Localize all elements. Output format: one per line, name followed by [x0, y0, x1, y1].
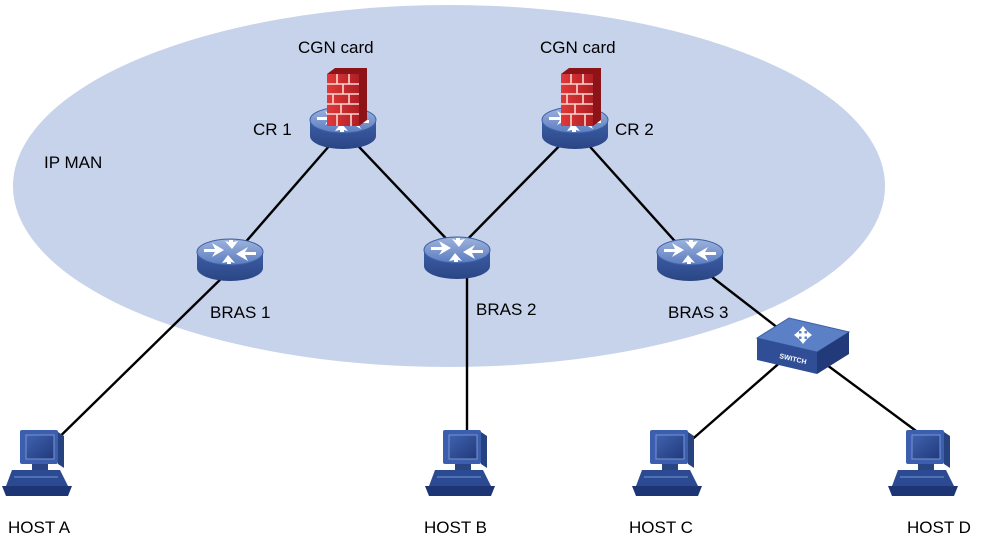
cgn1-firewall-icon [326, 67, 368, 127]
bras3-router [656, 238, 724, 282]
cr2-label: CR 2 [615, 120, 654, 139]
cgn2-label: CGN card [540, 38, 616, 57]
region-label: IP MAN [44, 153, 102, 172]
bras2-router [423, 236, 491, 280]
host-c-label: HOST C [629, 518, 693, 537]
cr1-label: CR 1 [253, 120, 292, 139]
host-b-computer-icon [424, 429, 496, 497]
host-a-label: HOST A [8, 518, 71, 537]
host-d-computer-icon [887, 429, 959, 497]
link-cr2-bras3 [574, 129, 691, 259]
host-b-label: HOST B [424, 518, 487, 537]
cgn1-label: CGN card [298, 38, 374, 57]
bras3-label: BRAS 3 [668, 303, 728, 322]
cgn2-firewall-icon [560, 67, 602, 127]
link-cr1-bras1 [229, 129, 344, 261]
host-a-computer-icon [1, 429, 73, 497]
ip-man-region [13, 5, 885, 367]
bras1-router [196, 238, 264, 282]
switch-device: SWITCH [755, 317, 851, 374]
bras1-label: BRAS 1 [210, 303, 270, 322]
link-bras1-host-a [39, 269, 231, 457]
link-cr1-bras2 [342, 129, 458, 251]
bras2-label: BRAS 2 [476, 300, 536, 319]
link-cr2-bras2 [456, 129, 576, 251]
host-c-computer-icon [631, 429, 703, 497]
host-d-label: HOST D [907, 518, 971, 537]
